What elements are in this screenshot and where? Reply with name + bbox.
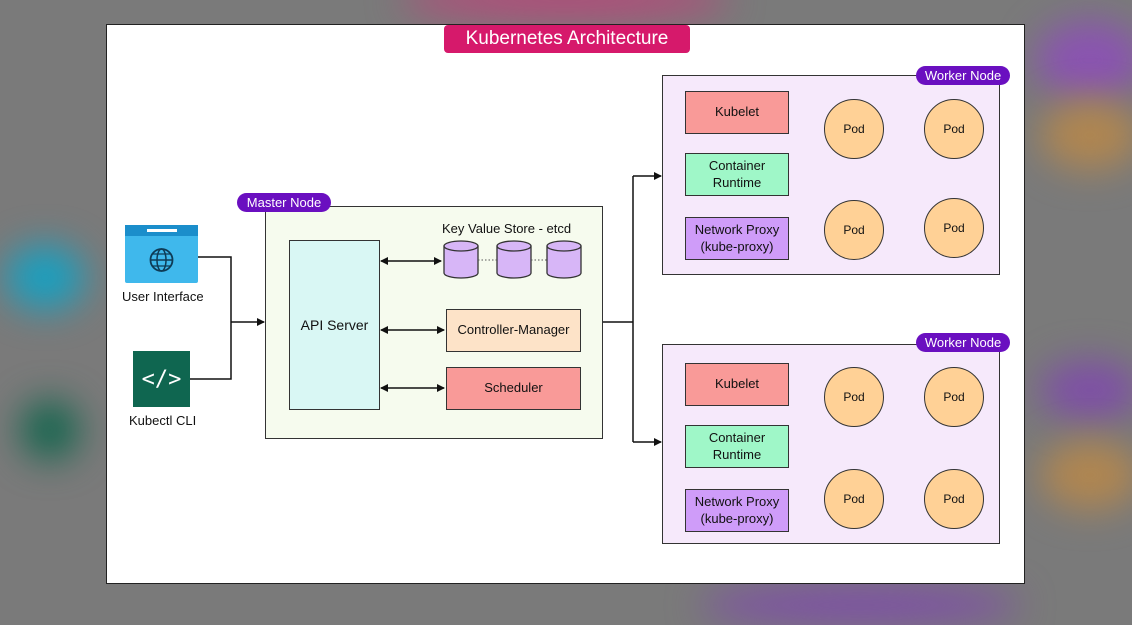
master-node-tag: Master Node [237, 193, 331, 212]
background-blob [700, 585, 1020, 625]
kubelet: Kubelet [685, 91, 789, 134]
container-runtime: Container Runtime [685, 153, 789, 196]
worker-node-tag: Worker Node [916, 333, 1010, 352]
controller-manager: Controller-Manager [446, 309, 581, 352]
user-interface-label: User Interface [122, 289, 204, 304]
background-blob [400, 0, 730, 20]
kubectl-icon: </> [133, 351, 190, 407]
background-blob [1040, 440, 1132, 510]
pod: Pod [824, 469, 884, 529]
kubectl-glyph: </> [141, 366, 182, 392]
container-runtime: Container Runtime [685, 425, 789, 468]
network-proxy: Network Proxy (kube-proxy) [685, 489, 789, 532]
worker-node-tag: Worker Node [916, 66, 1010, 85]
pod: Pod [924, 367, 984, 427]
background-blob [20, 400, 80, 460]
network-proxy: Network Proxy (kube-proxy) [685, 217, 789, 260]
background-blob [5, 245, 85, 310]
pod: Pod [924, 198, 984, 258]
background-blob [1035, 20, 1132, 100]
pod: Pod [824, 99, 884, 159]
pod: Pod [924, 99, 984, 159]
etcd-label: Key Value Store - etcd [442, 221, 572, 236]
background-blob [1040, 360, 1132, 420]
etcd-database-icon [443, 240, 583, 280]
background-blob [1040, 100, 1132, 170]
pod: Pod [824, 200, 884, 260]
api-server: API Server [289, 240, 380, 410]
pod: Pod [824, 367, 884, 427]
kubelet: Kubelet [685, 363, 789, 406]
diagram-title: Kubernetes Architecture [444, 25, 690, 53]
pod: Pod [924, 469, 984, 529]
kubectl-label: Kubectl CLI [129, 413, 197, 428]
user-interface-icon [125, 225, 198, 283]
scheduler: Scheduler [446, 367, 581, 410]
